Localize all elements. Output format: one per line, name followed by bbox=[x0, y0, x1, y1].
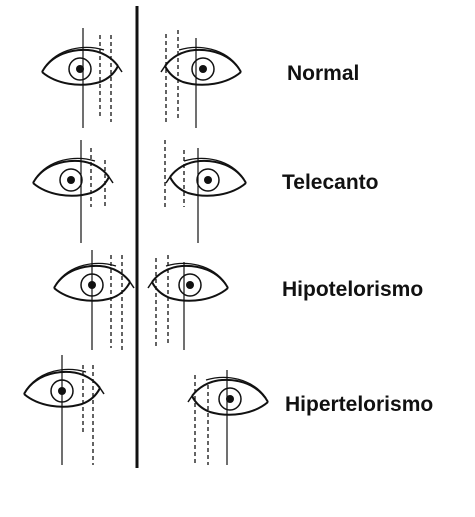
row-telecanto: Telecanto bbox=[32, 140, 378, 243]
label-hipertelorismo: Hipertelorismo bbox=[285, 393, 433, 416]
row-hipertelorismo: Hipertelorismo bbox=[23, 355, 433, 465]
label-hipotelorismo: Hipotelorismo bbox=[282, 278, 423, 301]
eye-right-telecanto bbox=[165, 157, 247, 197]
eye-right-hipotelorismo bbox=[147, 262, 229, 302]
eye-right-normal bbox=[160, 46, 242, 86]
row-normal: Normal bbox=[41, 28, 359, 128]
label-normal: Normal bbox=[287, 62, 359, 85]
label-telecanto: Telecanto bbox=[282, 171, 378, 194]
eye-left-hipertelorismo bbox=[23, 368, 105, 408]
eye-right-hipertelorismo bbox=[187, 376, 269, 416]
eye-left-telecanto bbox=[32, 157, 114, 197]
row-hipotelorismo: Hipotelorismo bbox=[53, 250, 423, 352]
eye-left-normal bbox=[41, 46, 123, 86]
